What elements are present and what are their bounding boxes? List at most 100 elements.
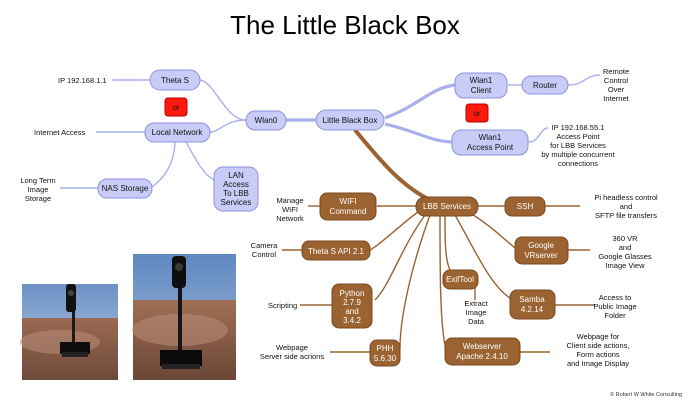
svg-text:Router: Router [533, 81, 557, 90]
svg-text:Image View: Image View [605, 261, 645, 270]
brown-edges [282, 128, 595, 353]
note-long-term: Long Term Image Storage [20, 176, 55, 203]
svg-text:and: and [619, 243, 632, 252]
svg-text:Webpage for: Webpage for [577, 332, 620, 341]
note-webpage-client: Webpage for Client side actions, Form ac… [567, 332, 630, 368]
note-ip-access-point: IP 192.168.55.1 Access Point for LBB Ser… [541, 123, 615, 168]
svg-text:NAS Storage: NAS Storage [102, 184, 149, 193]
svg-text:Client side actions,: Client side actions, [567, 341, 630, 350]
svg-text:Remote: Remote [603, 67, 629, 76]
svg-text:Control: Control [252, 250, 277, 259]
blue-edges [60, 74, 601, 189]
node-webserver: Webserver Apache 2.4.10 [444, 337, 521, 366]
svg-text:Wlan1: Wlan1 [479, 133, 502, 142]
svg-text:IP 192.168.1.1: IP 192.168.1.1 [58, 76, 107, 85]
svg-text:Theta S API 2.1: Theta S API 2.1 [308, 247, 365, 256]
svg-text:Server side acrions: Server side acrions [260, 352, 324, 361]
note-360-vr: 360 VR and Google Glasses Image View [598, 234, 652, 270]
svg-text:IP 192.168.55.1: IP 192.168.55.1 [552, 123, 605, 132]
svg-text:WIFI: WIFI [340, 197, 357, 206]
svg-text:connections: connections [558, 159, 598, 168]
svg-text:or: or [473, 109, 480, 118]
svg-text:Theta S: Theta S [161, 76, 189, 85]
svg-text:Access to: Access to [599, 293, 632, 302]
svg-text:Image: Image [466, 308, 487, 317]
node-wlan1-client: Wlan1 Client [454, 72, 508, 99]
note-manage-wifi: Manage WIFI Network [276, 196, 304, 223]
node-phh: PHH 5.6.30 [369, 339, 401, 367]
or-marker-left: or [164, 97, 188, 117]
svg-text:Apache 2.4.10: Apache 2.4.10 [456, 352, 508, 361]
svg-text:Pi headless control: Pi headless control [594, 193, 658, 202]
svg-text:Scripting: Scripting [268, 301, 297, 310]
note-extract: Extract Image Data [464, 299, 488, 326]
svg-text:Access: Access [223, 180, 249, 189]
svg-text:Network: Network [276, 214, 304, 223]
note-ip-theta: IP 192.168.1.1 [58, 76, 107, 85]
svg-text:Folder: Folder [604, 311, 626, 320]
svg-text:Command: Command [330, 207, 367, 216]
node-ssh: SSH [504, 196, 546, 217]
svg-text:Image: Image [28, 185, 49, 194]
svg-text:Little Black Box: Little Black Box [323, 116, 378, 125]
svg-text:© Robert W White Consulting: © Robert W White Consulting [610, 391, 682, 398]
svg-text:Camera: Camera [251, 241, 279, 250]
svg-text:Wlan0: Wlan0 [255, 116, 278, 125]
svg-text:Local Network: Local Network [152, 128, 204, 137]
node-wlan1-access-point: Wlan1 Access Point [451, 129, 529, 156]
node-wlan0: Wlan0 [245, 110, 287, 131]
svg-text:Access Point: Access Point [556, 132, 600, 141]
node-lbb-services: LBB Services [415, 196, 479, 217]
svg-text:ExifTool: ExifTool [446, 275, 474, 284]
svg-text:Wlan1: Wlan1 [470, 76, 493, 85]
svg-text:and: and [345, 307, 358, 316]
svg-text:Client: Client [471, 86, 492, 95]
device-photo-left [20, 284, 118, 380]
svg-text:Control: Control [604, 76, 629, 85]
svg-text:and Image Display: and Image Display [567, 359, 629, 368]
note-remote-control: Remote Control Over Internet [603, 67, 630, 103]
svg-text:Samba: Samba [519, 295, 545, 304]
svg-text:Internet: Internet [603, 94, 629, 103]
svg-text:SFTP file transfers: SFTP file transfers [595, 211, 657, 220]
node-wifi-command: WIFI Command [319, 192, 377, 221]
or-marker-right: or [465, 103, 489, 123]
diagram-title: The Little Black Box [230, 10, 460, 40]
svg-text:Python: Python [340, 289, 365, 298]
note-internet-access: Internet Access [34, 128, 86, 137]
svg-text:Extract: Extract [464, 299, 488, 308]
node-python: Python 2.7.9 and 3.4.2 [331, 283, 373, 329]
svg-text:WIFI: WIFI [282, 205, 298, 214]
svg-text:Form actions: Form actions [576, 350, 620, 359]
svg-text:Webserver: Webserver [463, 342, 502, 351]
svg-text:Manage: Manage [276, 196, 303, 205]
node-lan-access: LAN Access To LBB Services [213, 166, 259, 212]
note-camera-control: Camera Control [251, 241, 279, 259]
node-theta-api: Theta S API 2.1 [301, 240, 371, 261]
device-photo-right [132, 254, 236, 380]
svg-text:5.6.30: 5.6.30 [374, 354, 397, 363]
svg-text:3.4.2: 3.4.2 [343, 316, 361, 325]
svg-text:4.2.14: 4.2.14 [521, 305, 544, 314]
note-webpage-server: Webpage Server side acrions [260, 343, 324, 361]
note-access-public: Access to Public Image Folder [593, 293, 636, 320]
node-exiftool: ExifTool [442, 269, 479, 290]
node-theta-s: Theta S [149, 69, 201, 91]
svg-text:Webpage: Webpage [276, 343, 308, 352]
svg-text:SSH: SSH [517, 202, 534, 211]
note-scripting: Scripting [268, 301, 297, 310]
svg-text:Storage: Storage [25, 194, 51, 203]
svg-text:To LBB: To LBB [223, 189, 249, 198]
note-pi-headless: Pi headless control and SFTP file transf… [594, 193, 658, 220]
svg-text:LAN: LAN [228, 171, 244, 180]
svg-text:for LBB Services: for LBB Services [550, 141, 606, 150]
node-little-black-box: Little Black Box [315, 109, 385, 131]
copyright-note: © Robert W White Consulting [610, 391, 682, 398]
svg-text:and: and [620, 202, 633, 211]
svg-text:2.7.9: 2.7.9 [343, 298, 361, 307]
svg-text:Access Point: Access Point [467, 143, 514, 152]
node-nas-storage: NAS Storage [97, 178, 153, 199]
node-local-network: Local Network [144, 122, 211, 143]
